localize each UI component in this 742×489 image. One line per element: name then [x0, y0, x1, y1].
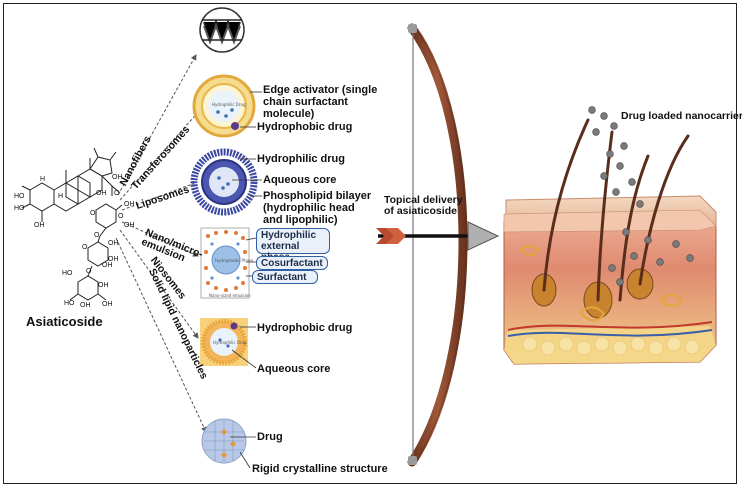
chem-label: O: [86, 268, 92, 275]
sln-drug: Drug: [257, 431, 283, 443]
liposome-hydrophilic-drug: Hydrophilic drug: [257, 153, 345, 165]
emulsion-cosurfactant: Cosurfactant: [256, 256, 328, 270]
topical-delivery-label: Topical delivery of asiaticoside: [384, 194, 463, 217]
chem-label: OH: [96, 190, 107, 197]
emulsion-icon: [200, 227, 250, 299]
chem-label: OH: [124, 222, 135, 229]
transferosome-icon: [192, 74, 256, 138]
transferosome-inner-text: Hydrophilic Drug: [212, 102, 246, 107]
chem-label: H: [58, 193, 64, 200]
liposome-icon: [190, 148, 258, 216]
chem-label: HO: [64, 300, 75, 307]
chem-label: HO: [14, 205, 25, 212]
nanocarrier-dots: [588, 106, 694, 286]
emulsion-caption: Nano-sized emulsion: [209, 293, 251, 298]
niosome-icon: [200, 318, 248, 366]
chem-label: OH: [112, 174, 123, 181]
arrow: [376, 221, 500, 251]
route-arrows: [115, 54, 207, 433]
chem-label: OH: [102, 301, 113, 308]
emulsion-inner-text: Hydrophobic Phase: [215, 258, 254, 263]
niosome-aqueous-core: Aqueous core: [257, 363, 331, 375]
compound-name: Asiaticoside: [26, 314, 103, 329]
nanofiber-icon: [199, 7, 245, 53]
liposome-bilayer: Phospholipid bilayer (hydrophilic head a…: [263, 190, 372, 226]
liposome-leaders: [232, 158, 262, 197]
figure-frame: [3, 3, 737, 484]
transferosome-hydrophobic-drug: Hydrophobic drug: [257, 121, 353, 133]
emulsion-surfactant: Surfactant: [252, 270, 318, 284]
chem-label: OH: [108, 240, 119, 247]
chem-label: OH: [102, 262, 113, 269]
bow: [407, 23, 468, 467]
chem-label: OH: [108, 256, 119, 263]
chem-label: OH: [124, 201, 135, 208]
niosome-hydrophobic-drug: Hydrophobic drug: [257, 322, 353, 334]
chem-label: O: [90, 210, 96, 217]
emulsion-external-phase: Hydrophilic external phase: [256, 228, 330, 263]
niosome-leaders: [231, 326, 257, 369]
niosome-inner-text: Hydrophilic Drug: [213, 340, 247, 345]
sln-crystalline: Rigid crystalline structure: [252, 463, 388, 475]
transferosome-leaders: [240, 91, 262, 128]
chem-label: OH: [98, 282, 109, 289]
chem-label: O: [94, 232, 100, 239]
transferosome-edge-activator: Edge activator (single chain surfactant …: [263, 84, 378, 120]
chem-label: HO: [14, 193, 25, 200]
chem-label: H: [40, 176, 46, 183]
chem-label: O: [118, 213, 124, 220]
chem-label: OH: [80, 302, 91, 309]
sln-icon: [201, 418, 247, 464]
skin-section: [503, 106, 717, 365]
chem-label: OH: [34, 222, 45, 229]
chem-label: O: [114, 190, 120, 197]
liposome-aqueous-core: Aqueous core: [263, 174, 337, 186]
chem-label: HO: [62, 270, 73, 277]
chem-label: O: [82, 244, 88, 251]
asiaticoside-structure: [21, 147, 123, 301]
sln-leaders: [230, 436, 256, 469]
nanocarrier-label: Drug loaded nanocarriers: [621, 110, 742, 122]
